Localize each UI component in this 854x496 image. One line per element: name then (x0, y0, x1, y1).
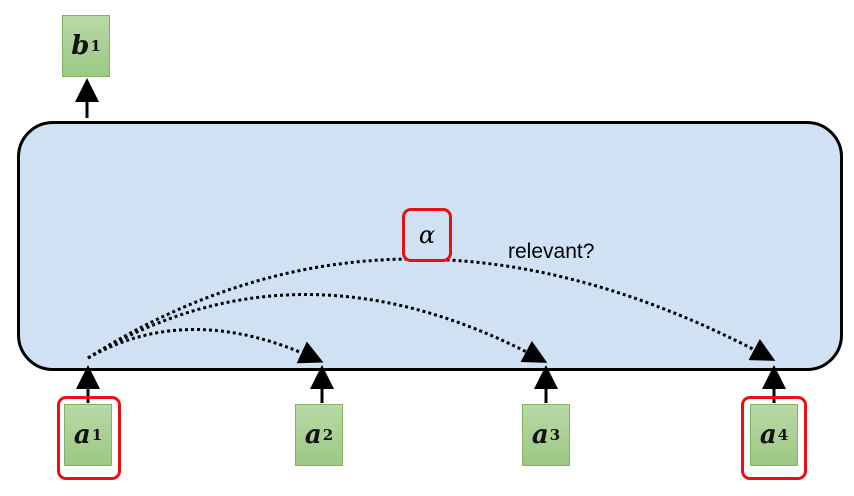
highlight-a4 (741, 396, 807, 480)
node-sup: 3 (549, 426, 561, 444)
node-sup: 4 (777, 426, 789, 444)
attention-arc-a3 (87, 293, 548, 363)
alpha-label: α (402, 208, 452, 262)
node-sup: 2 (322, 426, 334, 444)
highlight-a1 (57, 396, 121, 480)
node-label: a (73, 420, 91, 450)
attention-arc-a2 (87, 328, 324, 364)
node-label: a (531, 420, 549, 450)
node-label: a (304, 420, 322, 450)
node-sup: 1 (91, 426, 103, 444)
node-label: b (71, 31, 90, 61)
node-label: a (759, 420, 777, 450)
attention-arc-a4 (87, 257, 776, 361)
relevant-question: relevant? (508, 240, 595, 263)
node-sup: 1 (90, 37, 101, 55)
